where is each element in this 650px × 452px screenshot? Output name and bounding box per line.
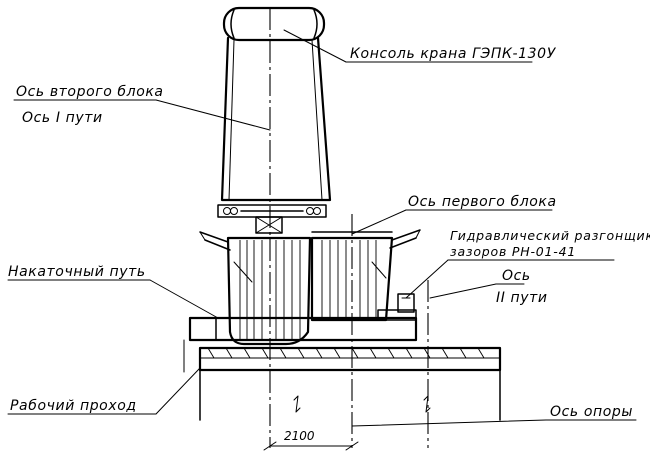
first-block-axis-label: Ось первого блока — [408, 194, 557, 210]
rolling-track-label: Накаточный путь — [8, 264, 146, 280]
crane-console — [220, 6, 332, 202]
hydraulic-spreader-label-line2: зазоров РН-01-41 — [450, 244, 576, 259]
second-block — [199, 231, 312, 346]
leader-lines — [7, 29, 637, 427]
track-one-axis-label: Ось I пути — [22, 110, 103, 126]
work-passage-label: Рабочий проход — [10, 398, 137, 414]
dimension-2100: 2100 — [263, 429, 359, 451]
hydraulic-spreader-label-line1: Гидравлический разгонщик — [450, 228, 650, 243]
dimension-label: 2100 — [284, 429, 315, 443]
track-two-axis-label-line2: II пути — [496, 290, 548, 306]
support-beam — [183, 339, 502, 421]
axis-lines — [269, 8, 429, 448]
first-block — [310, 229, 421, 322]
crane-console-label: Консоль крана ГЭПК-130У — [350, 46, 557, 62]
crane-head — [217, 204, 327, 234]
support-axis-label: Ось опоры — [550, 404, 633, 420]
track-two-axis-label-line1: Ось — [502, 268, 531, 284]
rolling-track-platform — [188, 309, 418, 342]
second-block-axis-label: Ось второго блока — [16, 84, 164, 100]
